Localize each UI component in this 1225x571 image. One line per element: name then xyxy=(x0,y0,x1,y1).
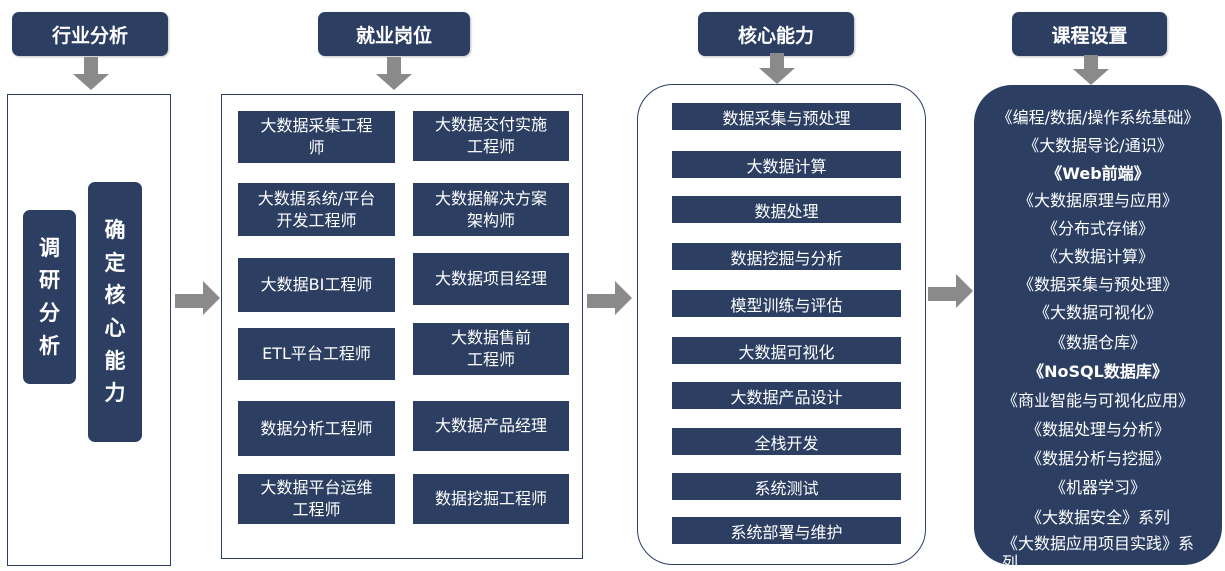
header-courses: 课程设置 xyxy=(1012,12,1167,56)
job-line1: 大数据系统/平台 xyxy=(257,188,376,208)
job-line2: 工程师 xyxy=(292,500,341,519)
job-line1: 大数据售前 xyxy=(450,328,531,348)
header-jobs: 就业岗位 xyxy=(318,12,470,56)
skill-box: 全栈开发 xyxy=(672,428,901,455)
course-item: 《NoSQL数据库》 xyxy=(1028,362,1168,381)
course-item: 《大数据导论/通识》 xyxy=(1023,136,1173,155)
determine-char: 定 xyxy=(104,250,126,275)
course-item: 《大数据可视化》 xyxy=(1033,303,1162,322)
header-industry-analysis: 行业分析 xyxy=(12,12,168,56)
job-line1: ETL平台工程师 xyxy=(262,344,371,364)
skill-box: 系统部署与维护 xyxy=(672,517,901,544)
skill-box: 模型训练与评估 xyxy=(672,290,901,317)
skill-box: 大数据可视化 xyxy=(672,337,901,364)
course-item: 《编程/数据/操作系统基础》 xyxy=(996,108,1200,127)
skill-box: 数据挖掘与分析 xyxy=(672,243,901,270)
research-analysis-box: 调 研 分 析 xyxy=(23,210,76,384)
job-line1: 大数据BI工程师 xyxy=(260,275,373,295)
job-line1: 数据分析工程师 xyxy=(260,418,373,438)
course-item: 《大数据原理与应用》 xyxy=(1017,191,1178,210)
research-char: 调 xyxy=(39,235,60,260)
job-line1: 大数据采集工程 xyxy=(260,116,373,136)
course-item: 《数据处理与分析》 xyxy=(1025,420,1170,439)
course-item: 《数据分析与挖掘》 xyxy=(1025,449,1170,468)
research-char: 析 xyxy=(39,333,60,358)
job-line1: 数据挖掘工程师 xyxy=(434,489,547,509)
job-box: 大数据解决方案架构师 xyxy=(413,183,569,236)
skill-box: 系统测试 xyxy=(672,473,901,500)
skill-box: 数据处理 xyxy=(672,196,901,223)
job-line2: 开发工程师 xyxy=(276,210,357,230)
determine-char: 确 xyxy=(104,218,126,243)
course-item: 《机器学习》 xyxy=(1049,478,1146,497)
skill-box: 数据采集与预处理 xyxy=(672,103,901,130)
job-line1: 大数据交付实施 xyxy=(434,115,547,135)
course-item: 列 xyxy=(1002,553,1019,565)
course-item: 《数据采集与预处理》 xyxy=(1017,275,1178,294)
job-box: 大数据产品经理 xyxy=(413,401,569,451)
skill-box: 大数据计算 xyxy=(672,151,901,178)
job-box: 大数据交付实施工程师 xyxy=(413,111,569,161)
course-item: 《大数据应用项目实践》系 xyxy=(1001,534,1194,553)
job-box: 数据挖掘工程师 xyxy=(413,474,569,524)
determine-char: 心 xyxy=(104,316,126,340)
determine-char: 能 xyxy=(104,348,126,373)
skill-box: 大数据产品设计 xyxy=(672,382,901,409)
course-item: 《商业智能与可视化应用》 xyxy=(1001,391,1194,410)
job-box: 大数据系统/平台开发工程师 xyxy=(238,183,395,236)
courses-panel: 《编程/数据/操作系统基础》 《大数据导论/通识》 《Web前端》 《大数据原理… xyxy=(974,85,1222,565)
job-box: 数据分析工程师 xyxy=(238,401,395,456)
job-line2: 架构师 xyxy=(466,210,515,230)
determine-char: 核 xyxy=(104,283,126,308)
course-item: 《分布式存储》 xyxy=(1041,219,1154,238)
job-line1: 大数据产品经理 xyxy=(434,416,547,436)
research-char: 分 xyxy=(39,301,60,325)
job-line2: 工程师 xyxy=(466,350,515,369)
course-item: 《Web前端》 xyxy=(1046,164,1150,183)
job-box: 大数据售前工程师 xyxy=(413,323,569,375)
determine-char: 力 xyxy=(104,381,126,406)
research-char: 研 xyxy=(39,268,60,293)
determine-core-abilities-box: 确 定 核 心 能 力 xyxy=(88,182,142,442)
job-box: 大数据BI工程师 xyxy=(238,258,395,312)
job-line2: 师 xyxy=(308,138,325,157)
job-box: ETL平台工程师 xyxy=(238,328,395,380)
job-box: 大数据项目经理 xyxy=(413,253,569,305)
job-line2: 工程师 xyxy=(466,137,515,156)
course-item: 《数据仓库》 xyxy=(1049,333,1146,352)
header-core-abilities: 核心能力 xyxy=(698,12,854,56)
job-line1: 大数据项目经理 xyxy=(434,269,547,289)
job-box: 大数据采集工程师 xyxy=(238,111,395,163)
course-item: 《大数据计算》 xyxy=(1041,247,1154,266)
job-line1: 大数据解决方案 xyxy=(434,188,547,208)
job-line1: 大数据平台运维 xyxy=(260,478,373,498)
course-item: 《大数据安全》系列 xyxy=(1025,508,1170,527)
job-box: 大数据平台运维工程师 xyxy=(238,474,395,524)
